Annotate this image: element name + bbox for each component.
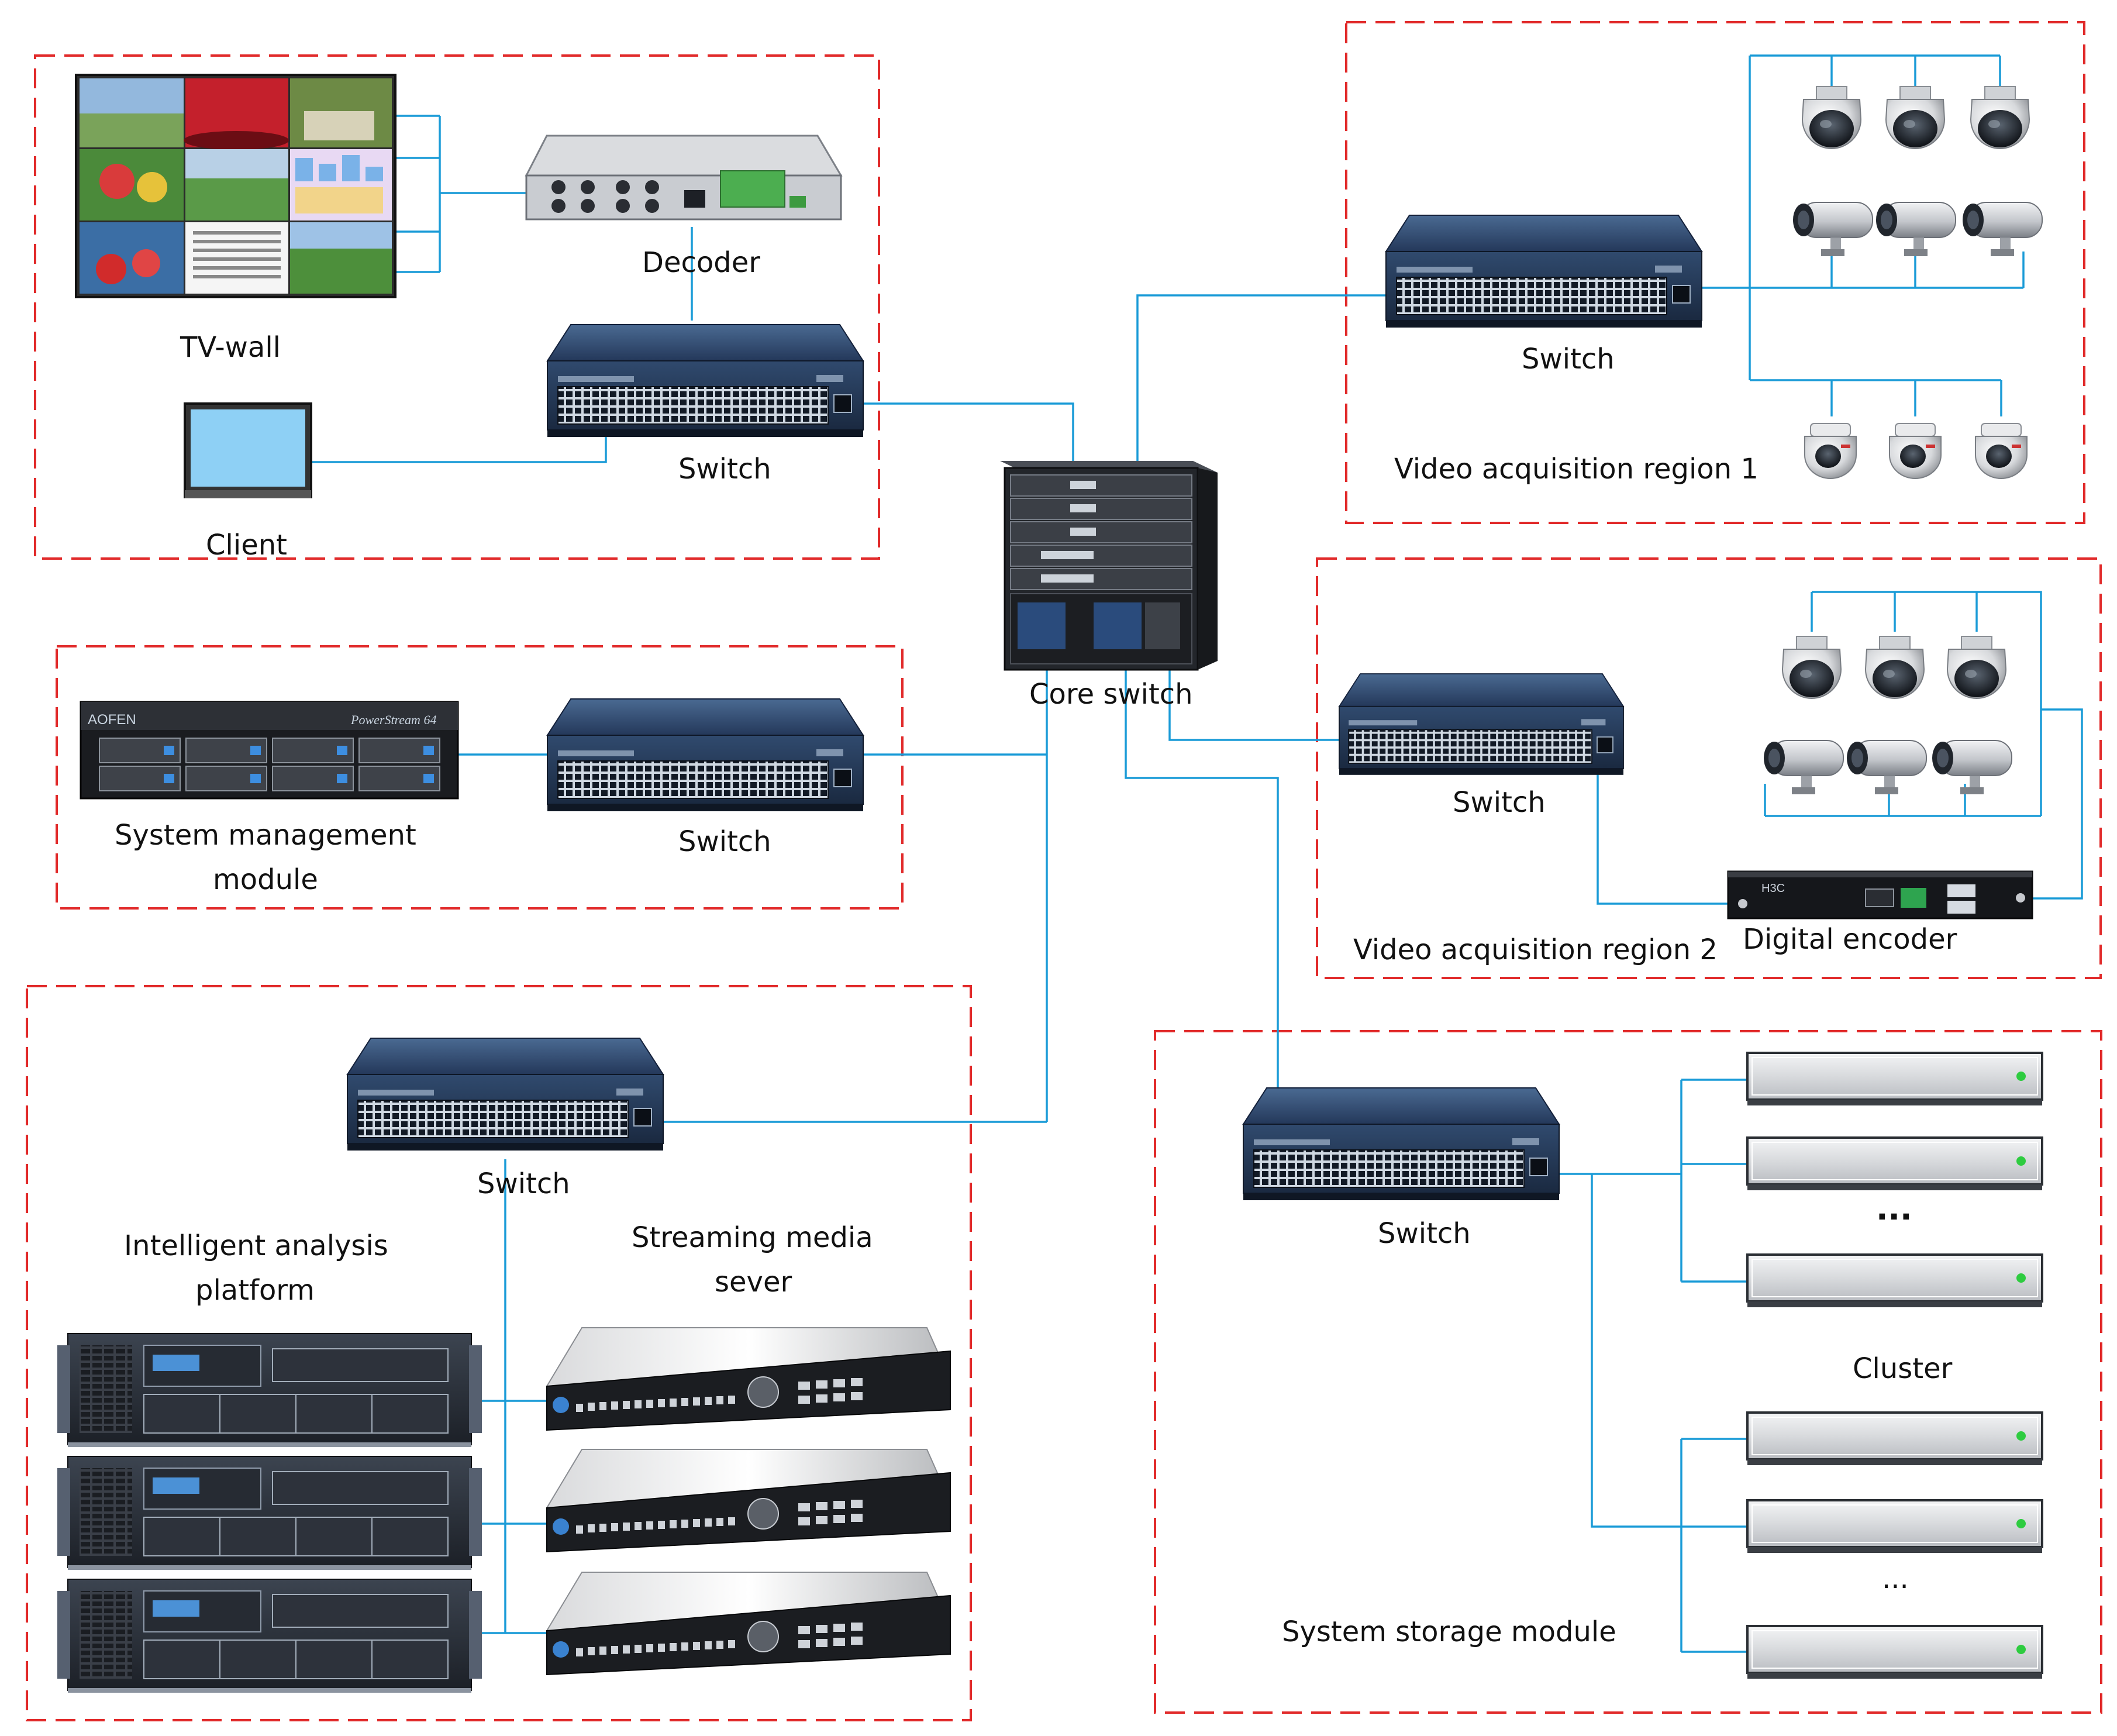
region1-cameras xyxy=(1792,86,2043,479)
bullet-camera[interactable] xyxy=(1846,740,1927,795)
dome-camera[interactable] xyxy=(1885,86,1945,149)
streaming-label-line2: sever xyxy=(715,1266,792,1298)
storage-unit[interactable] xyxy=(1746,1411,2043,1466)
management-server-brand: AOFEN xyxy=(88,712,136,728)
dome-camera[interactable] xyxy=(1782,636,1842,699)
region-system-management xyxy=(56,645,904,910)
switch-region1[interactable] xyxy=(1385,215,1702,328)
streaming-server[interactable] xyxy=(546,1449,951,1552)
client-label: Client xyxy=(206,529,287,562)
tv-wall[interactable] xyxy=(75,74,396,298)
region-video-acquisition-2 xyxy=(1316,557,2102,979)
bullet-camera[interactable] xyxy=(1962,202,2043,257)
ptz-camera[interactable] xyxy=(1975,423,2028,479)
bullet-camera[interactable] xyxy=(1792,202,1873,257)
client-monitor[interactable] xyxy=(184,402,312,498)
switch-monitoring-label: Switch xyxy=(678,453,771,485)
storage-unit[interactable] xyxy=(1746,1136,2043,1191)
management-label-line2: module xyxy=(213,863,318,896)
tv-wall-label: TV-wall xyxy=(180,331,281,364)
decoder[interactable] xyxy=(525,135,843,221)
core-switch[interactable] xyxy=(1000,461,1218,671)
bullet-camera[interactable] xyxy=(1763,740,1844,795)
switch-management[interactable] xyxy=(547,698,864,812)
switch-analysis-label: Switch xyxy=(477,1167,570,1200)
storage-unit[interactable] xyxy=(1746,1052,2043,1107)
streaming-server[interactable] xyxy=(546,1327,951,1431)
storage-unit[interactable] xyxy=(1746,1625,2043,1680)
analysis-server[interactable] xyxy=(57,1456,482,1570)
switch-storage[interactable] xyxy=(1243,1087,1560,1201)
region-intelligent-analysis xyxy=(26,985,972,1721)
streaming-server[interactable] xyxy=(546,1572,951,1675)
cluster-label: Cluster xyxy=(1853,1352,1953,1385)
digital-encoder-label: Digital encoder xyxy=(1743,923,1957,956)
bullet-camera[interactable] xyxy=(1932,740,2012,795)
dome-camera[interactable] xyxy=(1802,86,1861,149)
switch-region1-label: Switch xyxy=(1522,343,1615,376)
region1-label: Video acquisition region 1 xyxy=(1394,453,1759,485)
switch-management-label: Switch xyxy=(678,825,771,858)
streaming-label-line1: Streaming media xyxy=(632,1221,873,1254)
switch-storage-label: Switch xyxy=(1378,1217,1471,1250)
management-server-model: PowerStream 64 xyxy=(350,712,436,727)
switch-monitoring[interactable] xyxy=(547,324,864,438)
management-server[interactable]: AOFEN PowerStream 64 xyxy=(80,701,459,800)
region-system-storage xyxy=(1154,1030,2102,1714)
region2-label: Video acquisition region 2 xyxy=(1353,934,1718,966)
analysis-label-line2: platform xyxy=(195,1274,315,1307)
dome-camera[interactable] xyxy=(1865,636,1925,699)
encoder-brand-mark: H3C xyxy=(1761,882,1785,895)
analysis-server[interactable] xyxy=(57,1579,482,1693)
switch-region2-label: Switch xyxy=(1453,786,1546,819)
storage-module-label: System storage module xyxy=(1282,1616,1616,1648)
analysis-server[interactable] xyxy=(57,1333,482,1448)
switch-analysis[interactable] xyxy=(347,1038,664,1151)
ptz-camera[interactable] xyxy=(1804,423,1857,479)
decoder-label: Decoder xyxy=(642,246,760,279)
cluster-ellipsis: ... xyxy=(1882,1562,1909,1595)
storage-unit[interactable] xyxy=(1746,1253,2043,1308)
connection-lines xyxy=(311,54,2083,1653)
region-monitoring-center xyxy=(34,54,880,560)
management-label-line1: System management xyxy=(115,819,416,852)
ptz-camera[interactable] xyxy=(1889,423,1942,479)
cluster-ellipsis-bold: ... xyxy=(1876,1190,1912,1227)
core-switch-label: Core switch xyxy=(1029,678,1193,711)
digital-encoder[interactable]: H3C xyxy=(1727,870,2033,919)
switch-region2[interactable] xyxy=(1339,673,1624,776)
dome-camera[interactable] xyxy=(1947,636,2006,699)
dome-camera[interactable] xyxy=(1970,86,2030,149)
region-borders xyxy=(26,21,2102,1721)
storage-unit[interactable] xyxy=(1746,1499,2043,1554)
region-video-acquisition-1 xyxy=(1345,21,2085,524)
analysis-label-line1: Intelligent analysis xyxy=(124,1229,388,1262)
bullet-camera[interactable] xyxy=(1875,202,1956,257)
region2-cameras xyxy=(1763,636,2012,795)
